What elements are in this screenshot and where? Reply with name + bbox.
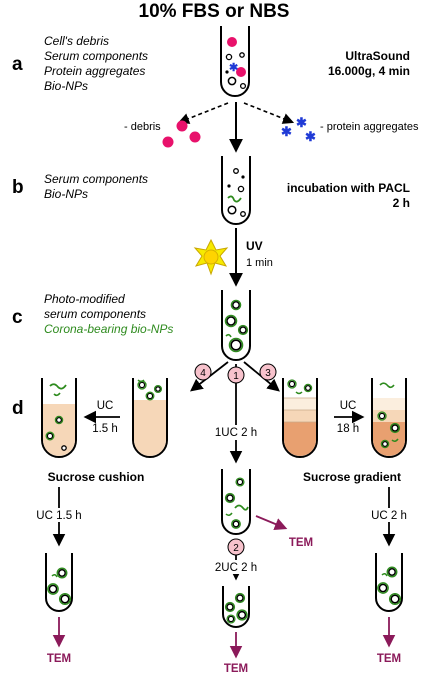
svg-text:1: 1 [233, 371, 239, 382]
uv-time: 1 min [246, 257, 273, 269]
tube-center-final [222, 586, 250, 628]
svg-text:✱: ✱ [281, 124, 292, 139]
step-a-condition-line-1: UltraSound [345, 49, 410, 63]
aggregate-particles: ✱ ✱ ✱ [281, 115, 316, 144]
tube-gradient-before [282, 378, 318, 458]
step-a-desc-line-2: Serum components [44, 49, 148, 63]
tube-gradient-after [371, 378, 407, 458]
debris-label: - debris [124, 121, 161, 133]
tube-cushion-final [45, 553, 73, 612]
step-label-b: b [12, 177, 24, 198]
tube-a: ✱ [220, 26, 250, 97]
center-mid-tem-label: TEM [289, 537, 313, 549]
tube-center-mid [221, 469, 251, 535]
uv-sun-icon [193, 238, 229, 276]
aggregates-label: - protein aggregates [320, 121, 419, 133]
step-b-condition-line-2: 2 h [393, 196, 410, 210]
svg-text:2: 2 [233, 543, 239, 554]
step-a-desc-line-4: Bio-NPs [44, 79, 88, 93]
center-first-uc: 1UC 2 h [215, 427, 257, 439]
gradient-second-uc: UC 2 h [371, 510, 407, 522]
uv-label: UV [246, 239, 263, 253]
step-a-desc-line-3: Protein aggregates [44, 64, 145, 78]
step-b-desc-line-2: Bio-NPs [44, 187, 88, 201]
step-c-highlight: Corona-bearing bio-NPs [44, 322, 173, 336]
route-badge-1: 1 [227, 366, 245, 384]
gradient-uc-label: UC [340, 400, 357, 412]
step-a-desc-line-1: Cell's debris [44, 34, 109, 48]
step-c-desc-line-1: Photo-modified [44, 292, 125, 306]
step-b-desc-line-1: Serum components [44, 172, 148, 186]
svg-text:✱: ✱ [305, 129, 316, 144]
step-label-a: a [12, 54, 23, 75]
cushion-tem-label: TEM [47, 653, 71, 665]
tube-b [221, 156, 251, 225]
svg-text:4: 4 [200, 368, 206, 379]
step-c-desc-line-2: serum components [44, 307, 146, 321]
center-second-uc: 2UC 2 h [215, 562, 257, 574]
route-badge-3: 3 [259, 363, 277, 381]
tube-cushion-before [132, 378, 168, 458]
cushion-name: Sucrose cushion [48, 470, 145, 484]
debris-particles [162, 120, 201, 148]
arrow-to-debris [177, 102, 229, 124]
step-label-d: d [12, 398, 24, 419]
svg-text:✱: ✱ [296, 115, 307, 130]
tube-cushion-after [41, 378, 77, 458]
step-a-condition-line-2: 16.000g, 4 min [328, 64, 410, 78]
step-b-condition-line-1: incubation with PACL [287, 181, 410, 195]
route-badge-4: 4 [194, 363, 212, 381]
svg-text:3: 3 [265, 368, 271, 379]
tube-c [221, 290, 251, 361]
svg-text:✱: ✱ [229, 62, 238, 74]
route-badge-2: 2 [227, 538, 245, 556]
arrow-center-mid-tem [255, 515, 288, 530]
diagram-title: 10% FBS or NBS [139, 1, 290, 22]
gradient-uc-time: 18 h [337, 423, 359, 435]
gradient-name: Sucrose gradient [303, 470, 401, 484]
arrow-to-aggregates [243, 102, 295, 124]
cushion-second-uc: UC 1.5 h [36, 510, 81, 522]
tube-gradient-final [375, 553, 403, 612]
step-label-c: c [12, 307, 23, 328]
center-tem-label: TEM [224, 663, 248, 675]
cushion-uc-label: UC [97, 400, 114, 412]
cushion-uc-time: 1.5 h [92, 423, 118, 435]
gradient-tem-label: TEM [377, 653, 401, 665]
